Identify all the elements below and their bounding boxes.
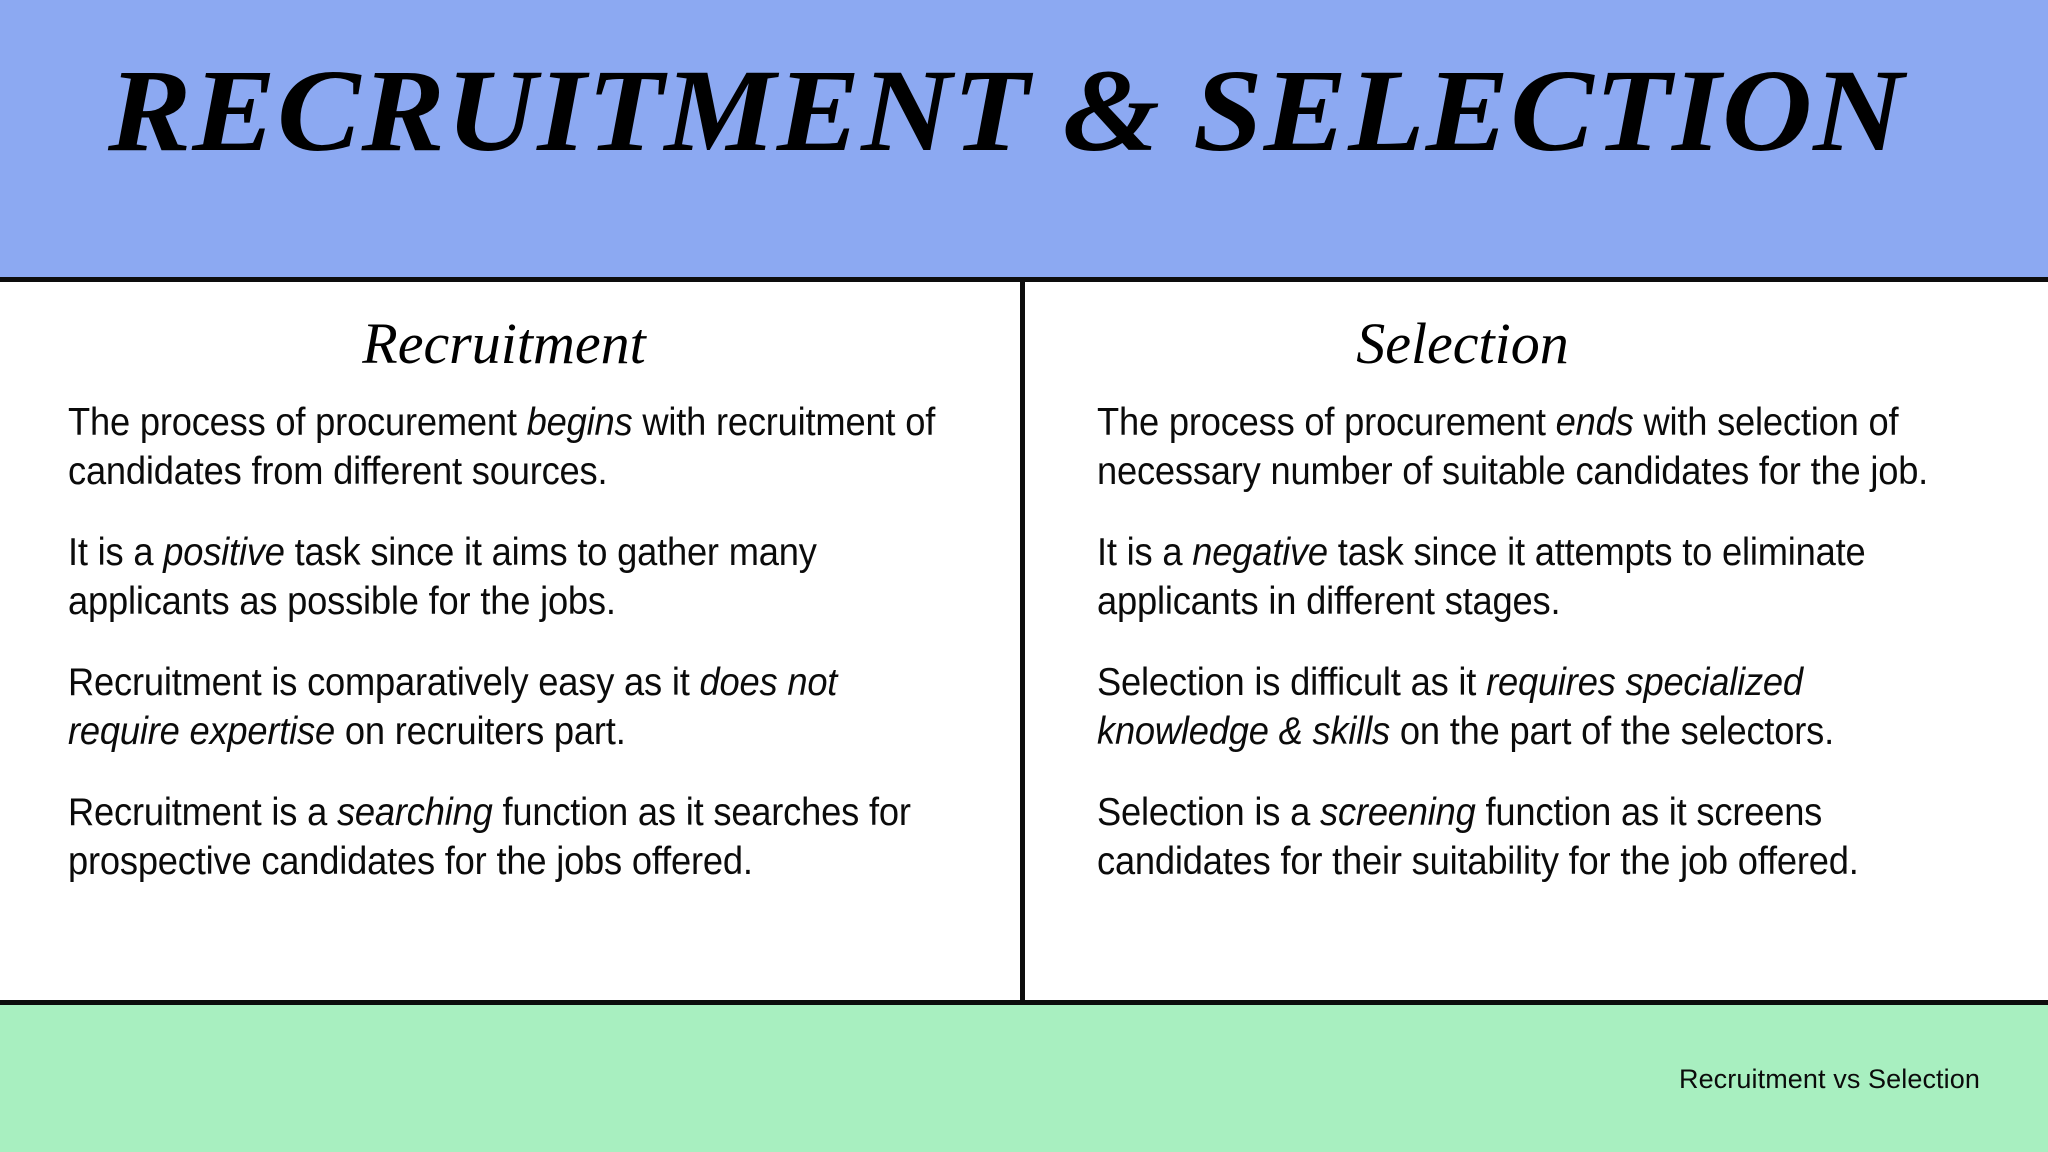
emphasis-text: searching [336,790,493,834]
column-recruitment: Recruitment The process of procurement b… [0,282,1025,1000]
body-text: function as it screens candidates for th… [1097,790,1859,884]
body-text: Recruitment is comparatively easy as it [68,660,700,704]
header-band: RECRUITMENT & SELECTION [0,0,2048,282]
body-text: task since it attempts to eliminate appl… [1097,530,1866,624]
emphasis-text: ends [1555,400,1634,444]
comparison-body: Recruitment The process of procurement b… [0,282,2048,1005]
emphasis-text: requires specialized knowledge & skills [1097,660,1803,754]
body-text: It is a [68,530,164,574]
paragraph: Recruitment is comparatively easy as it … [68,658,946,757]
body-text: on the part of the selectors. [1389,710,1835,754]
footer-band: Recruitment vs Selection [0,1005,2048,1152]
emphasis-text: begins [526,400,633,444]
body-text: It is a [1097,530,1193,574]
column-heading-selection: Selection [1356,311,1569,376]
body-text: Recruitment is a [68,790,337,834]
body-text: with selection of necessary number of su… [1097,400,1929,494]
paragraph: Selection is difficult as it requires sp… [1097,658,1984,757]
paragraph: It is a negative task since it attempts … [1097,528,1984,627]
column-selection: Selection The process of procurement end… [1025,282,2048,1000]
body-text: Selection is a [1097,790,1321,834]
body-text: task since it aims to gather many applic… [68,530,817,624]
emphasis-text: positive [163,530,285,574]
paragraph: The process of procurement ends with sel… [1097,398,1984,497]
body-text: The process of procurement [68,400,527,444]
paragraph: Recruitment is a searching function as i… [68,788,946,887]
page-title: RECRUITMENT & SELECTION [108,45,1905,176]
footer-caption: Recruitment vs Selection [1678,1064,1980,1094]
body-text: The process of procurement [1097,400,1556,444]
body-text: Selection is difficult as it [1097,660,1487,704]
paragraph: It is a positive task since it aims to g… [68,528,946,627]
paragraph: Selection is a screening function as it … [1097,788,1984,887]
emphasis-text: negative [1192,530,1328,574]
body-text: on recruiters part. [334,710,626,754]
emphasis-text: screening [1320,790,1476,834]
emphasis-text: does not require expertise [68,660,838,754]
column-heading-recruitment: Recruitment [362,311,646,376]
paragraph: The process of procurement begins with r… [68,398,946,497]
body-text: with recruitment of candidates from diff… [68,400,936,494]
body-text: function as it searches for prospective … [68,790,911,884]
